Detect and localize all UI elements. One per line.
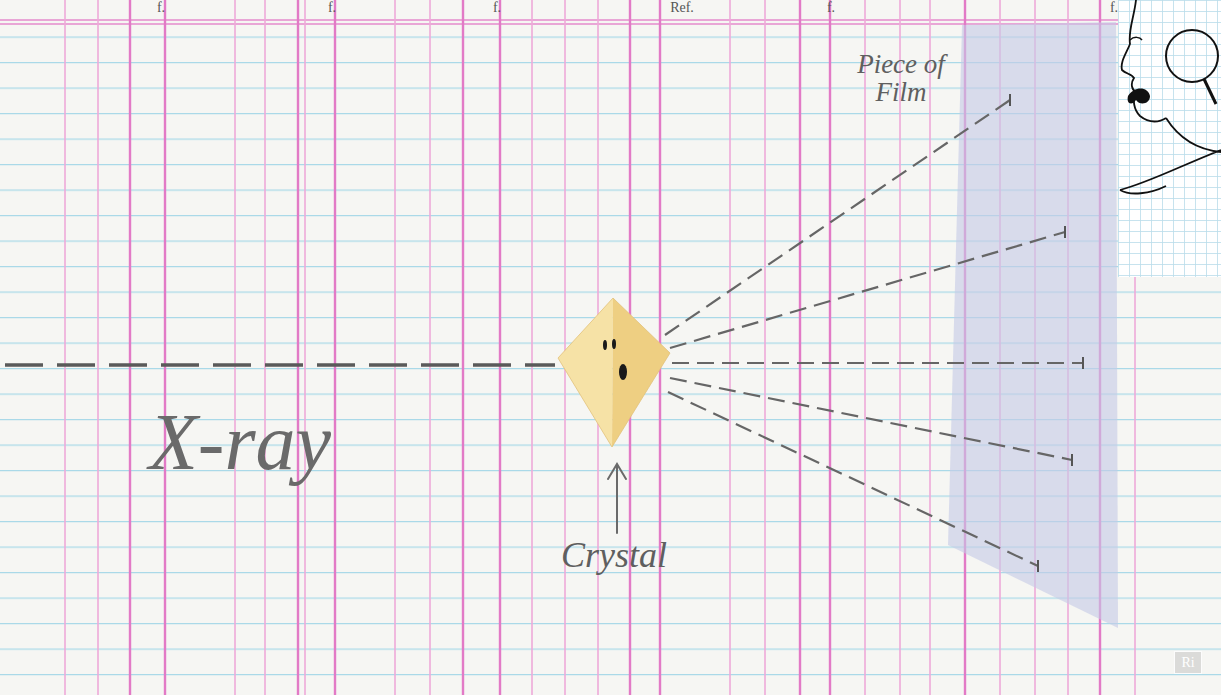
mustache [1128, 89, 1150, 104]
ray-end-tick [1082, 357, 1084, 369]
ray-end-tick [1071, 454, 1073, 466]
crystal-shape: Crystal [557, 285, 670, 455]
ray-end-tick [1064, 226, 1066, 238]
crystal-face-right [612, 298, 670, 447]
column-heading: f. [816, 0, 846, 15]
collar [1120, 118, 1221, 193]
crystal-eye [603, 340, 607, 350]
diffracted-ray [668, 392, 1038, 566]
eye [1130, 37, 1142, 40]
node-label: Piece of Film [842, 50, 960, 107]
column-heading: Ref. [662, 0, 702, 15]
column-heading: f. [146, 0, 176, 15]
column-heading: f. [317, 0, 347, 15]
watermark: Ri [1174, 651, 1202, 674]
film-panel: Piece of Film [946, 20, 1120, 630]
diffracted-ray [670, 232, 1065, 348]
face-profile [1122, 0, 1166, 122]
inset-grid [1118, 0, 1221, 277]
diffracted-ray [665, 100, 1010, 335]
detective-inset [1118, 0, 1221, 277]
crystal-outline [558, 298, 670, 447]
inset-panel [1118, 0, 1221, 277]
column-heading: f. [482, 0, 512, 15]
node-outline [946, 20, 1120, 630]
diffracted-ray [670, 378, 1072, 460]
magnifier-handle [1204, 79, 1216, 104]
crystal-mouth [619, 364, 627, 380]
ray-end-tick [1009, 94, 1011, 106]
header-rule [0, 20, 1221, 24]
magnifying-glass [1166, 30, 1218, 82]
crystal-face-left [558, 298, 613, 447]
x-ray-beam [5, 363, 555, 367]
node-outline [557, 285, 670, 455]
beam-label: X-ray [90, 398, 390, 486]
ray-end-tick [1037, 560, 1039, 572]
diffracted-ray [672, 362, 1083, 364]
column-heading: f. [1104, 0, 1124, 15]
node-label: Crystal [524, 537, 704, 575]
light-column-rules [65, 0, 1135, 695]
film-sheet [948, 22, 1118, 628]
crystal-eye [612, 339, 616, 349]
pointer-arrow [608, 464, 626, 533]
